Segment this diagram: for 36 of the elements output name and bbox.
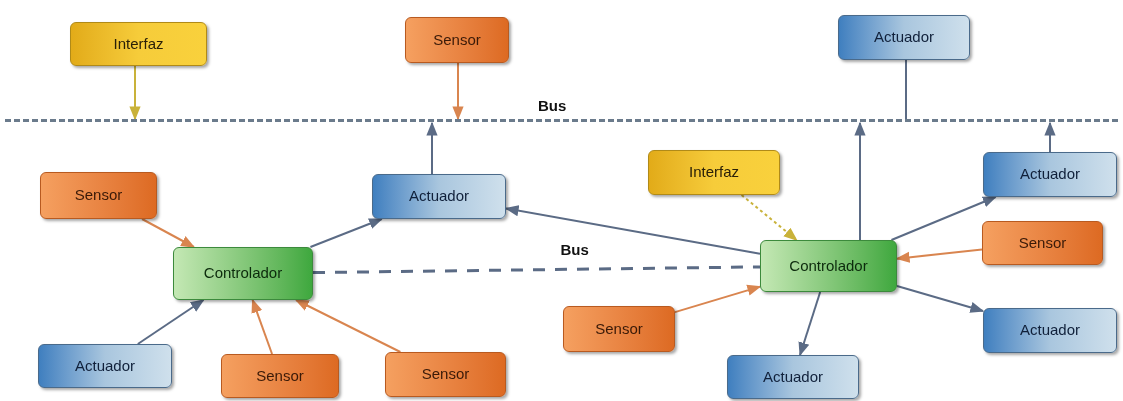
- sensor-box: Sensor: [405, 17, 509, 63]
- arrow: [740, 194, 798, 241]
- arrow: [294, 299, 402, 353]
- arrow: [1044, 121, 1056, 153]
- arrow: [426, 121, 438, 175]
- sensor-box: Sensor: [40, 172, 157, 219]
- arrow: [129, 65, 141, 121]
- sensor-box: Sensor: [221, 354, 339, 398]
- actuator-box: Actuador: [983, 152, 1117, 197]
- arrow: [136, 299, 205, 345]
- actuator-box: Actuador: [38, 344, 172, 388]
- actuator-box: Actuador: [983, 308, 1117, 353]
- controller-box: Controlador: [173, 247, 313, 300]
- bus-label: Bus: [538, 98, 567, 113]
- arrow: [854, 121, 866, 241]
- arrow: [452, 62, 464, 121]
- arrow: [251, 298, 274, 355]
- arrow: [896, 284, 985, 313]
- bus-line: [5, 119, 1118, 123]
- arrow: [674, 284, 762, 314]
- arrow: [890, 196, 997, 241]
- interface-box: Interfaz: [70, 22, 207, 66]
- actuator-box: Actuador: [372, 174, 506, 219]
- bus-line: [313, 265, 760, 275]
- arrow: [309, 218, 384, 248]
- sensor-box: Sensor: [563, 306, 675, 352]
- arrow: [141, 218, 196, 248]
- arrow: [504, 205, 761, 255]
- sensor-box: Sensor: [982, 221, 1103, 265]
- controller-box: Controlador: [760, 240, 897, 292]
- arrow: [798, 291, 822, 357]
- arrow: [895, 248, 983, 263]
- interface-box: Interfaz: [648, 150, 780, 195]
- actuator-box: Actuador: [727, 355, 859, 399]
- sensor-box: Sensor: [385, 352, 506, 397]
- actuator-box: Actuador: [838, 15, 970, 60]
